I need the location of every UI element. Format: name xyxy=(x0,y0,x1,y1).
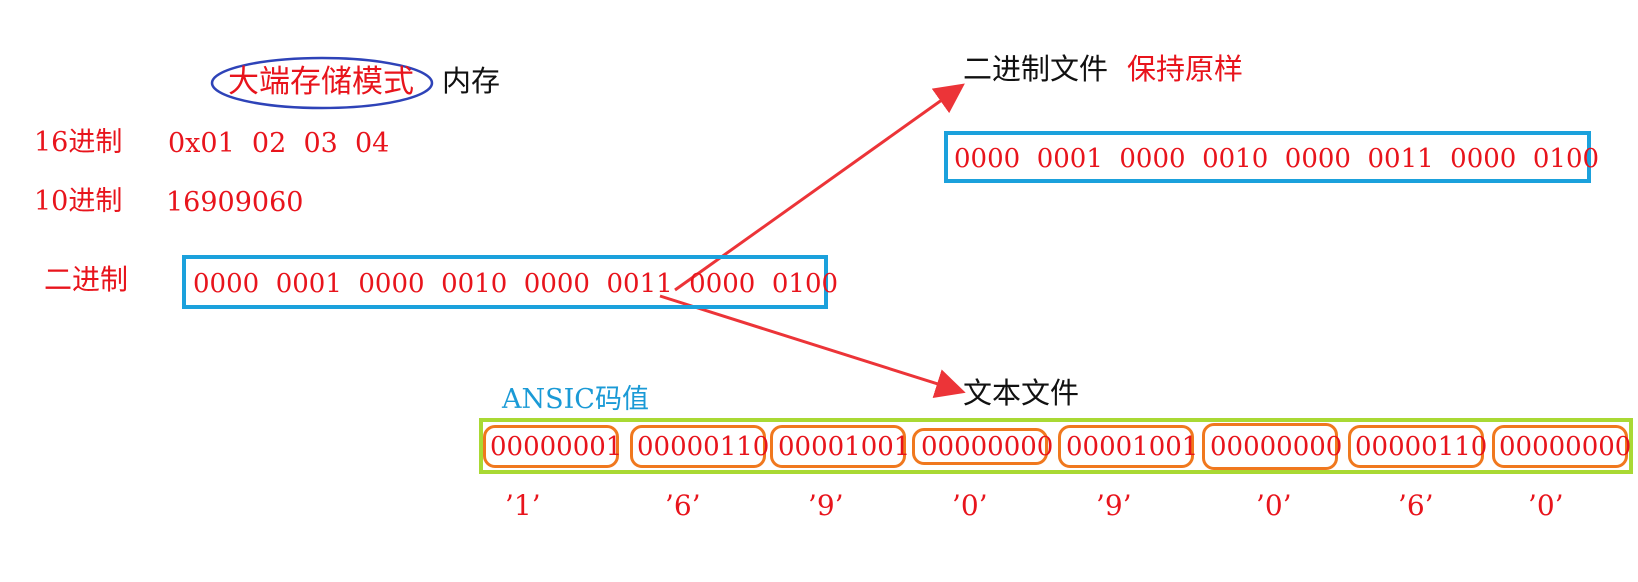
memory-label: 内存 xyxy=(442,64,501,98)
byte-cell-6 xyxy=(1202,423,1338,470)
dec-label: 10进制 xyxy=(34,186,123,217)
char-label-6: ’0’ xyxy=(1256,489,1292,522)
byte-value-8: 00000000 xyxy=(1499,432,1632,462)
byte-value-5: 00001001 xyxy=(1066,432,1199,462)
byte-value-4: 00000000 xyxy=(921,432,1054,462)
byte-cell-5 xyxy=(1058,425,1194,468)
hex-label: 16进制 xyxy=(34,127,123,158)
char-label-7: ’6’ xyxy=(1398,489,1434,522)
text-file-bytes-box xyxy=(479,418,1633,474)
byte-cell-4 xyxy=(912,428,1048,465)
byte-value-3: 00001001 xyxy=(778,432,911,462)
byte-cell-8 xyxy=(1492,425,1628,468)
char-label-3: ’9’ xyxy=(808,489,844,522)
char-label-5: ’9’ xyxy=(1096,489,1132,522)
byte-value-1: 00000001 xyxy=(490,432,623,462)
char-label-4: ’0’ xyxy=(952,489,988,522)
byte-cell-3 xyxy=(770,425,906,468)
big-endian-ellipse xyxy=(210,56,434,110)
binary-file-box xyxy=(944,131,1591,183)
char-label-1: ’1’ xyxy=(505,489,541,522)
char-label-8: ’0’ xyxy=(1528,489,1564,522)
byte-value-7: 00000110 xyxy=(1355,432,1488,462)
byte-cell-7 xyxy=(1348,425,1484,468)
byte-value-2: 00000110 xyxy=(637,432,770,462)
byte-value-6: 00000000 xyxy=(1210,432,1343,462)
memory-binary-box xyxy=(182,255,828,309)
arrow-to-text-file xyxy=(659,294,966,399)
binary-file-value: 0000 0001 0000 0010 0000 0011 0000 0100 xyxy=(954,144,1600,174)
ansi-code-label: ANSIC码值 xyxy=(502,384,649,415)
memory-binary-value: 0000 0001 0000 0010 0000 0011 0000 0100 xyxy=(193,269,839,299)
text-file-label: 文本文件 xyxy=(963,376,1080,410)
binary-file-label: 二进制文件 xyxy=(963,52,1109,86)
bin-label: 二进制 xyxy=(44,263,129,296)
keep-original-label: 保持原样 xyxy=(1127,52,1244,86)
byte-cell-1 xyxy=(483,425,619,468)
byte-cell-2 xyxy=(630,425,766,468)
char-label-2: ’6’ xyxy=(665,489,701,522)
big-endian-label: 大端存储模式 xyxy=(228,64,414,100)
hex-value: 0x01 02 03 04 xyxy=(168,128,390,159)
dec-value: 16909060 xyxy=(166,187,304,218)
